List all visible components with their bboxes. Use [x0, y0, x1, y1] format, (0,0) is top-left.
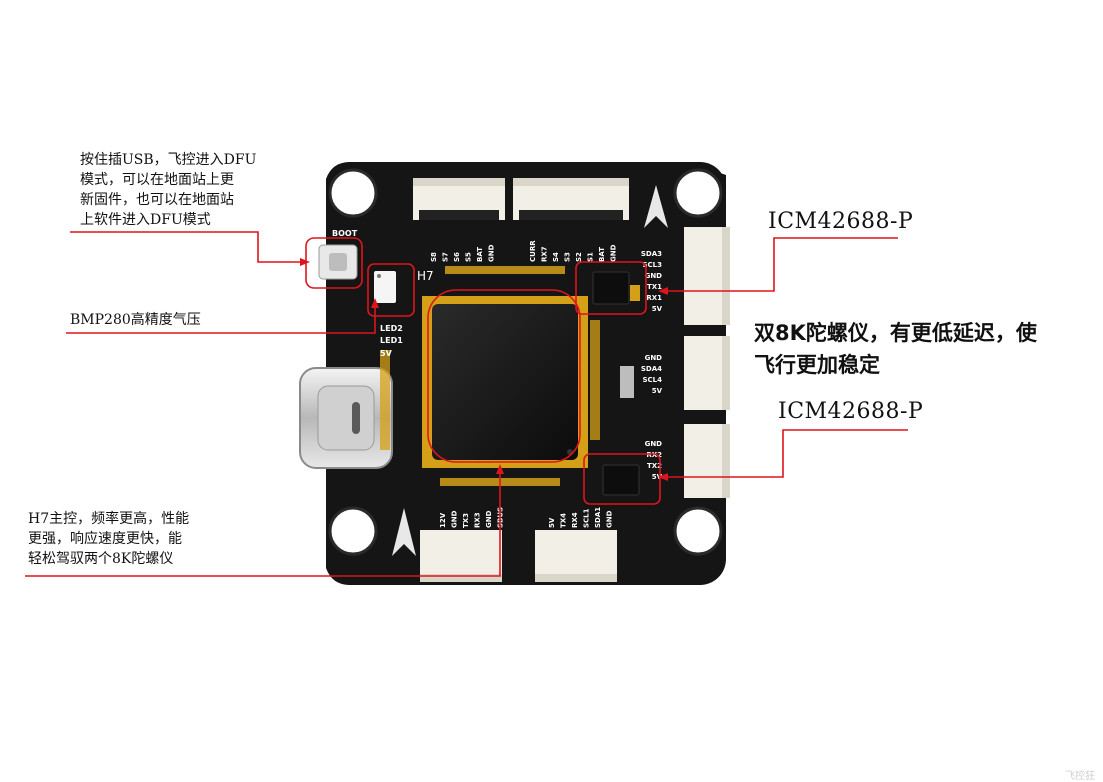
pin-label-s3: S3 [564, 252, 572, 262]
pin-label-bat: BAT [476, 247, 484, 262]
pin-label-5v: 5V [548, 517, 556, 528]
pin-label-bat: BAT [598, 247, 606, 262]
boot-silk-label: BOOT [332, 229, 358, 238]
pin-label-s7: S7 [442, 252, 450, 262]
pin-label-gnd: GND [488, 244, 496, 262]
pin-label-scl4: SCL4 [642, 376, 662, 384]
gyro-chips [592, 271, 640, 496]
pin-label-s2: S2 [575, 252, 583, 262]
led1-silk-label: LED1 [380, 336, 403, 345]
pin-label-gnd: GND [645, 440, 663, 448]
pin-label-5v: 5V [652, 387, 663, 395]
boot-button [318, 244, 358, 280]
pin-label-tx4: TX4 [560, 513, 568, 528]
pin-label-s4: S4 [552, 252, 560, 262]
pin-label-s5: S5 [465, 252, 473, 262]
pin-label-tx2: TX2 [647, 462, 662, 470]
pin-label-sda3: SDA3 [641, 250, 662, 258]
gyro2-label: ICM42688-P [778, 399, 924, 424]
pin-label-curr: CURR [529, 240, 537, 262]
pin-label-s6: S6 [453, 252, 461, 262]
mounting-holes [328, 168, 723, 556]
h7-silk-label: H7 [417, 269, 434, 283]
pin-label-sda4: SDA4 [641, 365, 662, 373]
pin-label-gnd: GND [645, 354, 663, 362]
5v-silk-label: 5V [380, 349, 393, 358]
right-connectors [684, 227, 730, 498]
pin-label-gnd: GND [451, 510, 459, 528]
pin-label-gnd: GND [606, 510, 614, 528]
pin-label-gnd: GND [610, 244, 618, 262]
pin-label-12v: 12V [439, 512, 447, 528]
callout-lines [25, 231, 908, 577]
pin-label-tx3: TX3 [462, 513, 470, 528]
pin-label-rx3: RX3 [474, 512, 482, 528]
pin-label-5v: 5V [652, 305, 663, 313]
pin-label-gnd: GND [485, 510, 493, 528]
pin-label-scl3: SCL3 [642, 261, 662, 269]
direction-arrow-icon [392, 185, 668, 556]
gyro-annotation: 双8K陀螺仪，有更低延迟，使 飞行更加稳定 [754, 321, 1037, 377]
bmp280-sensor [374, 271, 396, 303]
pin-label-scl1: SCL1 [583, 508, 591, 528]
pin-label-rx4: RX4 [571, 512, 579, 528]
usb-c-port [299, 367, 393, 469]
pin-label-sda1: SDA1 [594, 507, 602, 528]
gyro1-label: ICM42688-P [768, 209, 914, 234]
pin-label-s8: S8 [430, 252, 438, 262]
bottom-connectors [420, 530, 617, 582]
top-connectors [413, 178, 629, 220]
pin-label-rx2: RX2 [646, 451, 662, 459]
h7-mcu-chip [422, 296, 588, 468]
pin-label-tx1: TX1 [647, 283, 662, 291]
boot-annotation: 按住插USB，飞控进入DFU 模式，可以在地面站上更 新固件，也可以在地面站 上… [80, 152, 257, 228]
watermark: 飞控狂 [1065, 771, 1095, 782]
baro-annotation: BMP280高精度气压 [70, 312, 201, 328]
pin-label-rx1: RX1 [646, 294, 662, 302]
pin-label-gnd: GND [645, 272, 663, 280]
pin-label-rx7: RX7 [541, 246, 549, 262]
pin-label-s1: S1 [587, 252, 595, 262]
pin-label-5v: 5V [652, 473, 663, 481]
led2-silk-label: LED2 [380, 324, 403, 333]
mcu-annotation: H7主控，频率更高，性能 更强，响应速度更快，能 轻松驾驭两个8K陀螺仪 [28, 511, 190, 567]
